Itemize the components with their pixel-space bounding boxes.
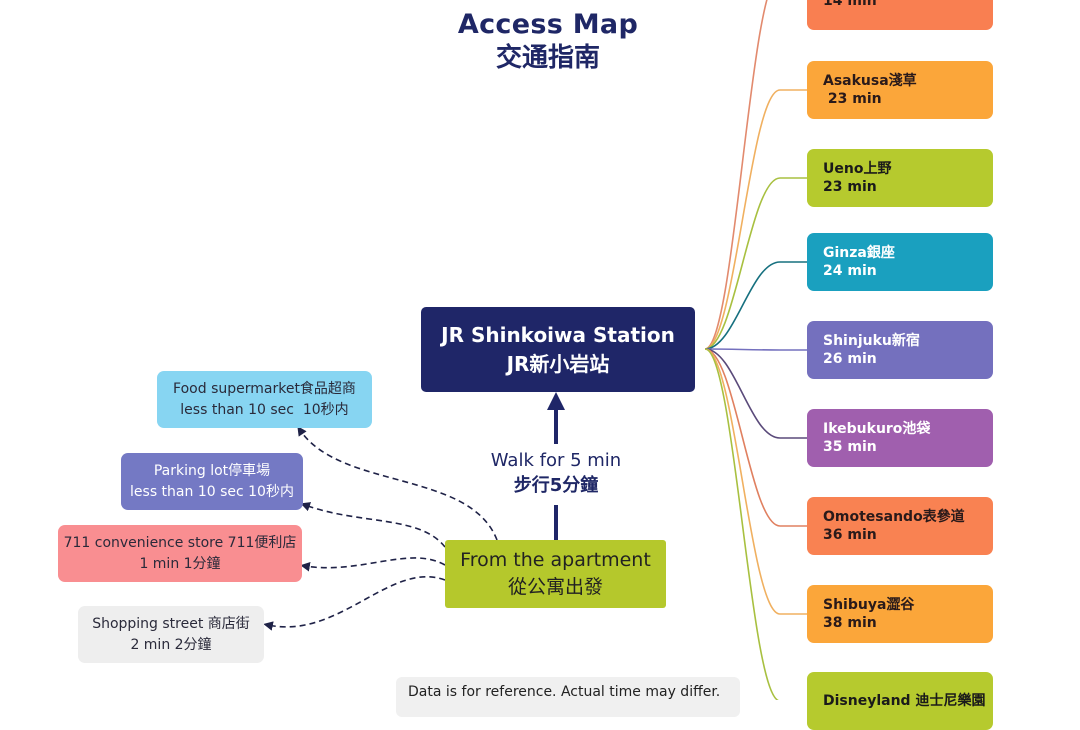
walk-label-en: Walk for 5 min — [490, 450, 622, 471]
destination-time: 26 min — [823, 351, 877, 367]
nearby-box-shopping-street: Shopping street 商店街 2 min 2分鐘 — [78, 606, 264, 663]
station-box: JR Shinkoiwa Station JR新小岩站 — [421, 307, 695, 392]
connector-lines — [263, 0, 807, 700]
nearby-name: 711 convenience store 711便利店 — [63, 535, 297, 552]
nearby-name: Shopping street 商店街 — [92, 616, 250, 633]
destination-time: 23 min — [823, 91, 882, 107]
walk-label: Walk for 5 min 步行5分鐘 — [470, 448, 642, 498]
nearby-time: 1 min 1分鐘 — [139, 555, 221, 572]
destination-name: Ikebukuro池袋 — [823, 420, 931, 437]
nearby-box-convenience-store: 711 convenience store 711便利店 1 min 1分鐘 — [58, 525, 302, 582]
station-name-en: JR Shinkoiwa Station — [441, 322, 675, 347]
destination-name: Ueno上野 — [823, 160, 892, 177]
nearby-time: 2 min 2分鐘 — [130, 636, 212, 653]
destination-name: Ginza銀座 — [823, 244, 895, 261]
destination-connector — [704, 348, 807, 439]
apartment-label-zh: 從公寓出發 — [507, 576, 603, 598]
destination-connector — [704, 0, 768, 350]
destination-connector — [704, 348, 807, 351]
destination-box-shibuya: Shibuya澀谷 38 min — [807, 585, 993, 643]
destination-box-omotesando: Omotesando表參道 36 min — [807, 497, 993, 555]
nearby-box-parking: Parking lot停車場 less than 10 sec 10秒内 — [121, 453, 303, 510]
destination-name: Disneyland 迪士尼樂園 — [823, 692, 986, 709]
destination-connector — [704, 348, 807, 527]
walk-label-zh: 步行5分鐘 — [513, 475, 599, 497]
station-name-zh: JR新小岩站 — [506, 351, 610, 376]
page-title: Access Map 交通指南 — [440, 8, 656, 74]
title-en: Access Map — [457, 9, 639, 40]
nearby-name: Food supermarket食品超商 — [173, 381, 356, 398]
destination-connector — [704, 89, 807, 350]
nearby-time: less than 10 sec 10秒内 — [130, 483, 294, 500]
destination-name: Asakusa淺草 — [823, 72, 917, 89]
nearby-dashed-arrow — [300, 557, 446, 572]
destination-time: 14 min — [823, 0, 877, 9]
apartment-box: From the apartment 從公寓出發 — [445, 540, 666, 608]
destination-time: 24 min — [823, 263, 877, 279]
destination-box-shinjuku: Shinjuku新宿 26 min — [807, 321, 993, 379]
destination-name: Shinjuku新宿 — [823, 332, 920, 349]
destination-box-ikebukuro: Ikebukuro池袋 35 min — [807, 409, 993, 467]
destination-connector — [704, 177, 807, 350]
destination-connector — [704, 261, 807, 350]
nearby-dashed-arrow — [300, 502, 446, 548]
walk-arrow-head — [547, 392, 565, 410]
destination-connector — [704, 348, 807, 615]
nearby-time: less than 10 sec 10秒内 — [180, 401, 349, 418]
destination-connector — [704, 348, 780, 700]
disclaimer-note: Data is for reference. Actual time may d… — [396, 677, 740, 717]
destination-name: Shibuya澀谷 — [823, 596, 915, 613]
nearby-dashed-arrow — [297, 426, 498, 541]
nearby-name: Parking lot停車場 — [153, 463, 271, 480]
destination-time: 35 min — [823, 439, 877, 455]
nearby-box-supermarket: Food supermarket食品超商 less than 10 sec 10… — [157, 371, 372, 428]
destination-box-disneyland: Disneyland 迪士尼樂園 — [807, 672, 993, 730]
destination-box-ueno: Ueno上野 23 min — [807, 149, 993, 207]
destination-time: 38 min — [823, 615, 877, 631]
title-zh: 交通指南 — [495, 42, 600, 73]
destination-box-asakusa: Asakusa淺草 23 min — [807, 61, 993, 119]
destination-box: 14 min — [807, 0, 993, 30]
destination-name: Omotesando表參道 — [823, 508, 965, 525]
apartment-label-en: From the apartment — [460, 549, 651, 572]
nearby-dashed-arrow — [263, 576, 446, 631]
destination-box-ginza: Ginza銀座 24 min — [807, 233, 993, 291]
destination-time: 23 min — [823, 179, 877, 195]
destination-time: 36 min — [823, 527, 877, 543]
